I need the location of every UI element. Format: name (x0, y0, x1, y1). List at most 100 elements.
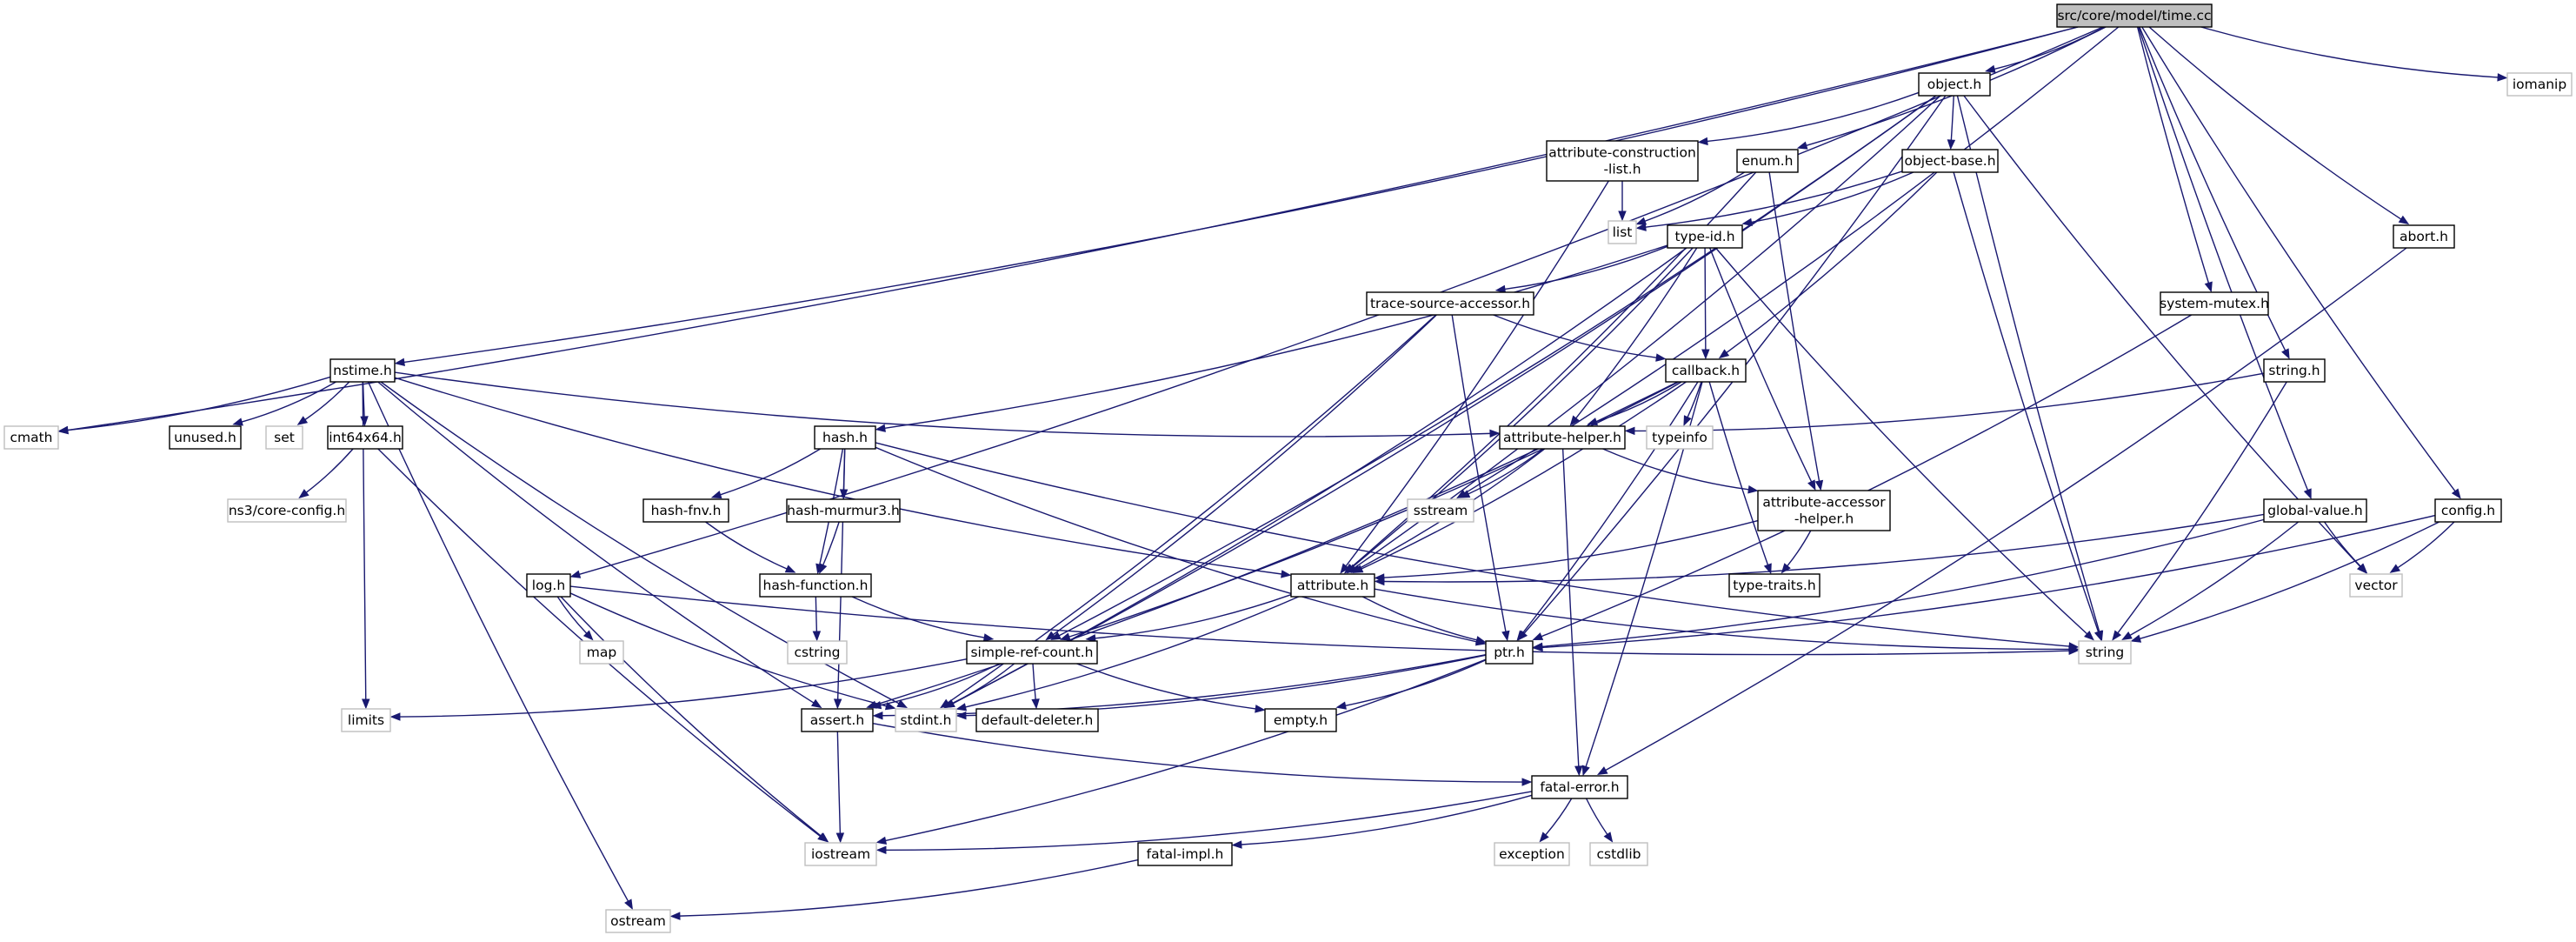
node-box[interactable] (2056, 3, 2213, 28)
node-cstdlib: cstdlib (1589, 842, 1648, 866)
node-abort-h[interactable]: abort.h (2393, 224, 2455, 249)
node-box[interactable] (1665, 358, 1747, 383)
node-label: hash-function.h (763, 578, 869, 593)
node-attr-helper-h[interactable]: attribute-helper.h (1499, 425, 1626, 450)
node-log-h[interactable]: log.h (526, 573, 571, 598)
node-ostream: ostream (605, 909, 671, 933)
node-box[interactable] (1728, 573, 1821, 598)
node-string-h[interactable]: string.h (2263, 358, 2326, 383)
edge-attr_cons_list-to-attribute_h (1340, 180, 1609, 574)
node-label: type-id.h (1674, 229, 1734, 244)
edge-line (1751, 171, 1914, 224)
node-box[interactable] (1546, 140, 1699, 182)
node-empty-h[interactable]: empty.h (1264, 708, 1337, 732)
edge-arrowhead (1747, 485, 1759, 494)
edge-type_id_h-to-attribute_h (1344, 247, 1694, 574)
node-box[interactable] (1757, 490, 1891, 531)
node-box (895, 708, 957, 732)
node-label: iomanip (2513, 77, 2566, 92)
node-fatal-impl-h[interactable]: fatal-impl.h (1137, 842, 1233, 866)
node-default-deleter-h[interactable]: default-deleter.h (975, 708, 1099, 732)
node-box[interactable] (1918, 72, 1991, 97)
node-type-id-h[interactable]: type-id.h (1667, 224, 1743, 249)
node-box (2349, 573, 2403, 598)
node-label: config.h (2441, 503, 2495, 518)
edge-arrowhead (2497, 73, 2508, 82)
node-box[interactable] (327, 425, 403, 450)
node-ptr-h[interactable]: ptr.h (1485, 640, 1534, 665)
node-attr-cons-list[interactable]: attribute-construction-list.h (1546, 140, 1699, 182)
node-box[interactable] (1499, 425, 1626, 450)
node-box[interactable] (801, 708, 874, 732)
edge-arrowhead (1581, 765, 1590, 777)
node-box[interactable] (759, 573, 872, 598)
node-hash-function-h[interactable]: hash-function.h (759, 573, 872, 598)
edge-arrowhead (2112, 630, 2122, 641)
node-int64x64-h[interactable]: int64x64.h (327, 425, 403, 450)
edge-simple_ref_h-to-default_deleter_h (1031, 663, 1040, 710)
node-box[interactable] (966, 640, 1098, 665)
node-box[interactable] (1736, 149, 1799, 173)
node-object-base-h[interactable]: object-base.h (1901, 149, 1999, 173)
node-box[interactable] (329, 358, 396, 383)
node-attribute-h[interactable]: attribute.h (1290, 573, 1375, 598)
edge-line (815, 596, 818, 632)
node-system-mutex-h[interactable]: system-mutex.h (2160, 291, 2269, 316)
node-root[interactable]: src/core/model/time.cc (2056, 3, 2213, 28)
node-enum-h[interactable]: enum.h (1736, 149, 1799, 173)
node-set: set (265, 425, 303, 450)
node-box[interactable] (1485, 640, 1534, 665)
edge-line (1053, 314, 1437, 636)
node-box[interactable] (1366, 291, 1534, 316)
node-nstime-h[interactable]: nstime.h (329, 358, 396, 383)
edge-line (1493, 314, 1657, 358)
node-label-line: type-traits.h (1733, 578, 1815, 593)
node-global-value-h[interactable]: global-value.h (2263, 498, 2367, 523)
node-box[interactable] (642, 498, 729, 523)
edge-line (1541, 514, 2436, 649)
node-object-h[interactable]: object.h (1918, 72, 1991, 97)
node-callback-h[interactable]: callback.h (1665, 358, 1747, 383)
node-box[interactable] (814, 425, 876, 450)
node-box[interactable] (2393, 224, 2455, 249)
node-label: object.h (1927, 77, 1982, 92)
edge-global_value_h-to-string (2121, 521, 2300, 640)
node-box[interactable] (1290, 573, 1375, 598)
node-trace-source-h[interactable]: trace-source-accessor.h (1366, 291, 1534, 316)
node-box[interactable] (2263, 358, 2326, 383)
node-label-line: hash.h (822, 430, 868, 445)
node-box[interactable] (786, 498, 901, 523)
node-box[interactable] (526, 573, 571, 598)
node-attr-acc-helper-h[interactable]: attribute-accessor-helper.h (1757, 490, 1891, 531)
node-hash-h[interactable]: hash.h (814, 425, 876, 450)
node-hash-fnv-h[interactable]: hash-fnv.h (642, 498, 729, 523)
edge-line (882, 654, 1487, 717)
node-box[interactable] (169, 425, 242, 450)
node-box[interactable] (1901, 149, 1999, 173)
node-label: abort.h (2400, 229, 2448, 244)
node-box[interactable] (1531, 775, 1628, 799)
edge-callback_h-to-typeinfo (1683, 381, 1702, 427)
edge-nstime_h-to-set (296, 381, 350, 425)
node-box[interactable] (2263, 498, 2367, 523)
node-box[interactable] (1264, 708, 1337, 732)
node-hash-murmur3-h[interactable]: hash-murmur3.h (786, 498, 901, 523)
node-simple-ref-h[interactable]: simple-ref-count.h (966, 640, 1098, 665)
edge-line (241, 381, 336, 423)
node-map: map (579, 640, 624, 665)
node-box[interactable] (975, 708, 1099, 732)
edge-arrowhead (1059, 632, 1071, 641)
edge-arrowhead (1635, 223, 1647, 231)
node-assert-h[interactable]: assert.h (801, 708, 874, 732)
node-label-line: ptr.h (1494, 645, 1525, 660)
node-label-line: cmath (10, 430, 52, 445)
node-box[interactable] (2160, 291, 2269, 316)
node-unused-h[interactable]: unused.h (169, 425, 242, 450)
node-type-traits-h[interactable]: type-traits.h (1728, 573, 1821, 598)
node-box[interactable] (1667, 224, 1743, 249)
node-fatal-error-h[interactable]: fatal-error.h (1531, 775, 1628, 799)
node-box (804, 842, 877, 866)
node-box[interactable] (1137, 842, 1233, 866)
node-config-h[interactable]: config.h (2434, 498, 2502, 523)
node-box[interactable] (2434, 498, 2502, 523)
